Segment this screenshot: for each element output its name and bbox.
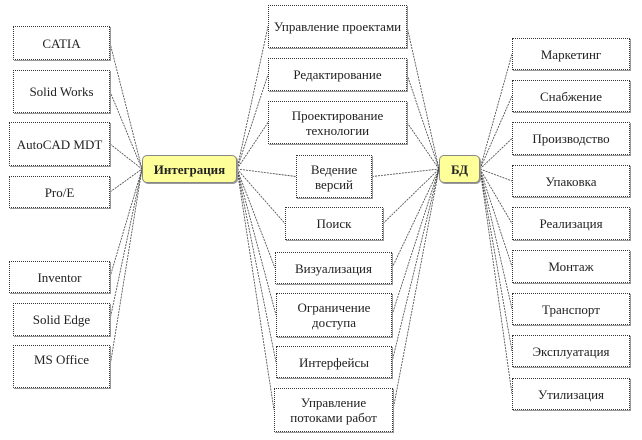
function-node-editing: Редактирование [268, 58, 407, 91]
stage-node-transport: Транспорт [512, 293, 630, 325]
connector-right-7 [479, 168, 513, 352]
connector-mid-db-3 [371, 168, 440, 177]
connector-mid-db-7 [391, 168, 440, 363]
cad-node-inventor: Inventor [9, 261, 110, 293]
connector-right-5 [479, 168, 513, 267]
function-node-versioning: Ведение версий [296, 155, 372, 198]
stage-node-assembly: Монтаж [512, 250, 630, 283]
connector-left-5 [109, 168, 143, 320]
connector-right-6 [479, 168, 513, 310]
stage-node-operation: Эксплуатация [512, 335, 630, 367]
function-node-search: Поиск [285, 207, 383, 240]
connector-right-4 [479, 168, 513, 224]
connector-mid-db-4 [382, 168, 440, 224]
connector-left-6 [109, 168, 143, 367]
function-node-visualization: Визуализация [275, 252, 392, 284]
connector-left-4 [109, 168, 143, 278]
connector-right-1 [479, 95, 513, 170]
connector-left-1 [109, 91, 143, 170]
stage-node-sales: Реализация [512, 207, 630, 240]
connector-int-mid-0 [236, 26, 269, 170]
connector-mid-db-2 [406, 122, 440, 170]
stage-node-production: Производство [512, 122, 630, 155]
connector-mid-db-8 [392, 168, 440, 411]
cad-node-msoffice: MS Office [13, 345, 110, 388]
connector-mid-db-5 [391, 168, 440, 269]
connector-int-mid-2 [236, 122, 269, 170]
connector-int-mid-1 [236, 74, 269, 170]
connector-left-2 [109, 143, 143, 170]
connector-right-2 [479, 138, 513, 170]
function-node-workflow-management: Управление потоками работ [274, 388, 393, 432]
connector-mid-db-0 [406, 26, 440, 170]
function-node-process-design: Проектирование технологии [268, 101, 407, 144]
stage-node-marketing: Маркетинг [512, 38, 630, 70]
stage-node-packaging: Упаковка [512, 165, 630, 197]
hub-db: БД [439, 155, 480, 183]
connector-mid-db-6 [391, 168, 440, 316]
function-node-project-management: Управление проектами [268, 5, 407, 48]
connector-right-0 [479, 53, 513, 170]
connector-left-3 [109, 168, 143, 193]
cad-node-proe: Pro/E [9, 176, 110, 208]
connector-left-0 [109, 42, 143, 170]
connector-int-mid-7 [236, 168, 277, 363]
connector-int-mid-8 [236, 168, 275, 411]
cad-node-catia: CATIA [13, 26, 110, 60]
function-node-interfaces: Интерфейсы [276, 346, 392, 378]
hub-integration: Интеграция [142, 155, 237, 183]
cad-node-autocad: AutoCAD MDT [9, 122, 110, 166]
cad-node-solidworks: Solid Works [13, 70, 110, 113]
cad-node-solidedge: Solid Edge [13, 303, 110, 336]
connector-int-mid-4 [236, 168, 286, 224]
connector-int-mid-3 [236, 168, 297, 177]
connector-int-mid-5 [236, 168, 276, 269]
connector-int-mid-6 [236, 168, 277, 316]
function-node-access-control: Ограничение доступа [276, 293, 392, 337]
connector-mid-db-1 [406, 74, 440, 170]
stage-node-disposal: Утилизация [512, 378, 630, 410]
connector-right-8 [479, 168, 513, 395]
stage-node-supply: Снабжение [512, 80, 630, 112]
connector-right-3 [479, 168, 513, 182]
